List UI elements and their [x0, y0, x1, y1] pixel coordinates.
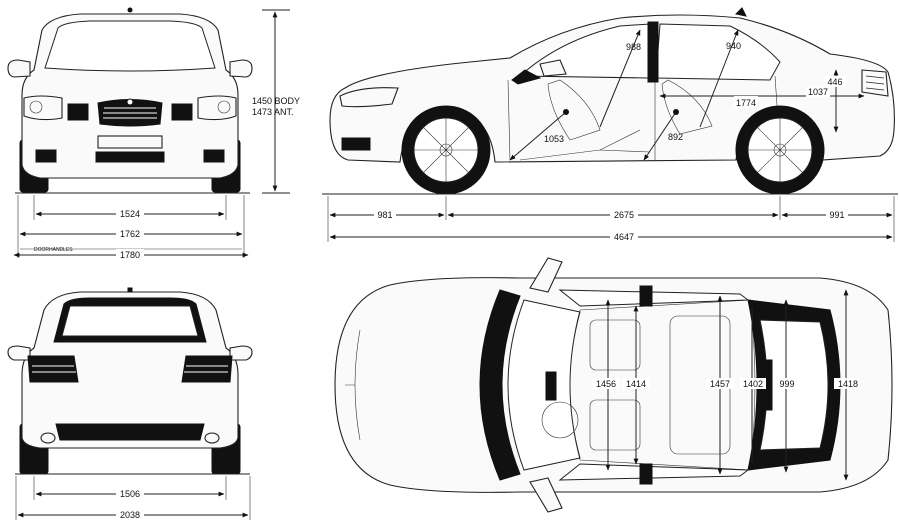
top-view: 1456 1414 1457 1402 999 1418 [334, 257, 893, 513]
front-overhang-label: 981 [377, 210, 392, 220]
rear-hip-label: 1402 [743, 379, 763, 389]
doorhandles-note: DOORHANDLES [34, 247, 73, 253]
wheelbase-label: 2675 [614, 210, 634, 220]
rear-width-mirrors-label: 2038 [120, 510, 140, 520]
overall-length-label: 4647 [614, 232, 634, 242]
front-height-body-label: 1450 BODY [252, 96, 300, 106]
front-legroom-label: 1053 [544, 134, 564, 144]
front-shoulder-label: 1456 [596, 379, 616, 389]
side-view: 988 940 1053 892 1774 1037 446 981 2675 … [322, 7, 898, 242]
front-width-label: 1762 [120, 229, 140, 239]
trunk-height-label: 446 [827, 77, 842, 87]
rear-track-label: 1506 [120, 489, 140, 499]
rear-shoulder-label: 1457 [710, 379, 730, 389]
front-height-antenna-label: 1473 ANT. [252, 107, 294, 117]
front-view: 1450 BODY 1473 ANT. 1524 1762 DOORHANDLE… [7, 7, 300, 260]
cabin-length-label: 1774 [736, 98, 756, 108]
front-headroom-label: 988 [626, 42, 641, 52]
rear-view: 1506 2038 [7, 287, 253, 520]
front-car-drawing [7, 7, 253, 193]
front-hip-label: 1414 [626, 379, 646, 389]
trunk-width-label: 1418 [838, 379, 858, 389]
rear-car-drawing [7, 287, 253, 475]
rear-overhang-label: 991 [829, 210, 844, 220]
rear-headroom-label: 940 [726, 41, 741, 51]
trunk-length-label: 1037 [808, 87, 828, 97]
trunk-opening-label: 999 [779, 379, 794, 389]
side-car-drawing [329, 7, 895, 195]
front-width-mirrors-label: 1780 [120, 250, 140, 260]
front-track-label: 1524 [120, 209, 140, 219]
rear-legroom-label: 892 [668, 132, 683, 142]
